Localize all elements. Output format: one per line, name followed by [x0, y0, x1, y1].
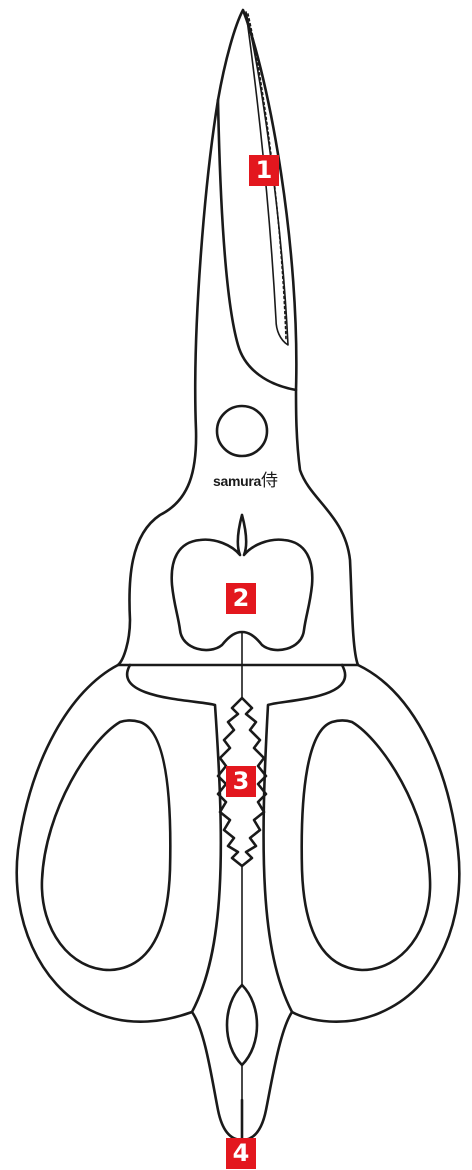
brand-name: samura	[213, 473, 261, 489]
right-finger-hole	[302, 721, 430, 971]
nutcracker-teeth	[218, 698, 266, 985]
brand-logo: samura侍	[213, 466, 278, 491]
label-badge-4: 4	[226, 1138, 256, 1169]
label-badge-1: 1	[249, 155, 279, 186]
label-badge-2: 2	[226, 583, 256, 614]
right-handle	[242, 665, 459, 1140]
main-body-outline	[118, 100, 358, 665]
lower-lens-cutout	[227, 985, 257, 1140]
left-finger-hole	[42, 721, 170, 971]
label-badge-3: 3	[226, 766, 256, 797]
brand-kanji: 侍	[261, 471, 278, 491]
pivot-screw	[217, 406, 267, 456]
serrated-blade	[218, 10, 296, 390]
left-handle	[17, 665, 242, 1140]
